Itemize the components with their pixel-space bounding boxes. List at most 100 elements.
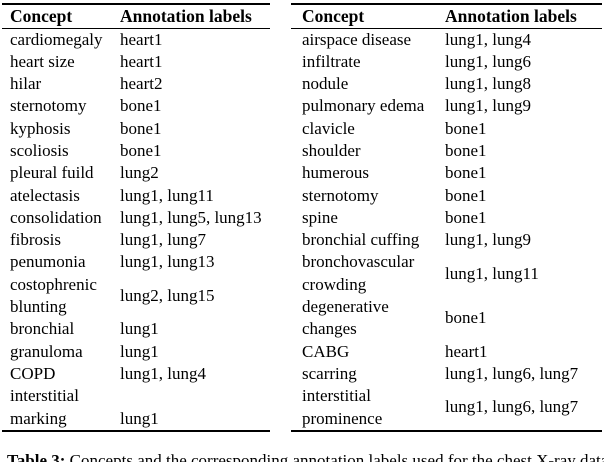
concept-cell: clavicle bbox=[302, 118, 355, 138]
table-row: spine bone1 bbox=[291, 207, 602, 229]
annotation-labels-cell: lung1, lung6, lung7 bbox=[445, 397, 579, 417]
concept-cell: sternotomy bbox=[10, 96, 87, 116]
annotation-labels-cell: lung1 bbox=[120, 408, 159, 428]
annotation-labels-cell: lung1, lung5, lung13 bbox=[120, 207, 262, 227]
annotation-labels-cell: bone1 bbox=[445, 118, 487, 138]
concept-cell: cardiomegaly bbox=[10, 29, 103, 49]
concept-cell: degenerative changes bbox=[302, 297, 389, 339]
table-row: bronchial cuffing lung1, lung9 bbox=[291, 229, 602, 251]
annotation-labels-cell: lung1, lung4 bbox=[445, 29, 531, 49]
concept-cell: heart size bbox=[10, 51, 75, 71]
annotation-labels-cell: lung1, lung9 bbox=[445, 230, 531, 250]
annotation-labels-cell: lung2, lung15 bbox=[120, 285, 215, 305]
concept-cell: fibrosis bbox=[10, 230, 61, 250]
column-header-concept: Concept bbox=[2, 4, 120, 29]
column-header-concept: Concept bbox=[291, 4, 445, 29]
table-row: costophrenic blunting lung2, lung15 bbox=[2, 274, 270, 319]
concept-cell: spine bbox=[302, 207, 338, 227]
annotation-labels-cell: heart1 bbox=[120, 29, 163, 49]
table-row: atelectasis lung1, lung11 bbox=[2, 185, 270, 207]
concept-cell: interstitial marking bbox=[10, 386, 79, 428]
annotation-labels-cell: lung1, lung7 bbox=[120, 230, 206, 250]
concept-cell: kyphosis bbox=[10, 118, 71, 138]
annotation-labels-cell: bone1 bbox=[120, 140, 162, 160]
concept-cell: sternotomy bbox=[302, 185, 379, 205]
table-row: kyphosis bone1 bbox=[2, 118, 270, 140]
annotation-labels-cell: bone1 bbox=[445, 308, 487, 328]
annotation-labels-cell: bone1 bbox=[445, 140, 487, 160]
table-row: bronchial lung1 bbox=[2, 318, 270, 340]
table-row: pulmonary edema lung1, lung9 bbox=[291, 95, 602, 117]
table-row: COPD lung1, lung4 bbox=[2, 363, 270, 385]
table-row: fibrosis lung1, lung7 bbox=[2, 229, 270, 251]
concept-annotation-table-right: Concept Annotation labels airspace disea… bbox=[291, 3, 602, 432]
concept-cell: atelectasis bbox=[10, 185, 80, 205]
annotation-labels-cell: lung1 bbox=[120, 341, 159, 361]
table-caption-cutoff: Table 3: Concepts and the corresponding … bbox=[7, 450, 604, 462]
concept-cell: pulmonary edema bbox=[302, 96, 425, 116]
annotation-labels-cell: lung1, lung6 bbox=[445, 51, 531, 71]
table-header-row-right: Concept Annotation labels bbox=[291, 4, 602, 29]
annotation-labels-cell: bone1 bbox=[120, 118, 162, 138]
table-row: penumonia lung1, lung13 bbox=[2, 251, 270, 273]
concept-cell: costophrenic blunting bbox=[10, 274, 97, 317]
table-row: cardiomegaly heart1 bbox=[2, 28, 270, 51]
concept-cell: scoliosis bbox=[10, 140, 69, 160]
table-row: clavicle bone1 bbox=[291, 118, 602, 140]
table-row: CABG heart1 bbox=[291, 341, 602, 363]
concept-cell: airspace disease bbox=[302, 29, 412, 49]
annotation-labels-cell: bone1 bbox=[445, 185, 487, 205]
table-row: heart size heart1 bbox=[2, 51, 270, 73]
annotation-labels-cell: lung2 bbox=[120, 163, 159, 183]
annotation-labels-cell: lung1, lung9 bbox=[445, 96, 531, 116]
concept-cell: pleural fuild bbox=[10, 163, 94, 183]
concept-cell: interstitial prominence bbox=[302, 386, 383, 428]
annotation-labels-cell: bone1 bbox=[120, 96, 162, 116]
caption-prefix: Table 3: bbox=[7, 451, 66, 462]
table-row: granuloma lung1 bbox=[2, 341, 270, 363]
table-row: nodule lung1, lung8 bbox=[291, 73, 602, 95]
annotation-labels-cell: lung1, lung4 bbox=[120, 363, 206, 383]
column-header-annotation-labels: Annotation labels bbox=[120, 4, 270, 29]
annotation-labels-cell: lung1, lung13 bbox=[120, 252, 215, 272]
concept-cell: bronchovascular crowding bbox=[302, 252, 415, 294]
table-row: pleural fuild lung2 bbox=[2, 162, 270, 184]
caption-text: Concepts and the corresponding annotatio… bbox=[65, 451, 604, 462]
annotation-labels-cell: lung1, lung11 bbox=[445, 263, 539, 283]
concept-cell: scarring bbox=[302, 363, 357, 383]
table-row: infiltrate lung1, lung6 bbox=[291, 51, 602, 73]
concept-cell: infiltrate bbox=[302, 51, 361, 71]
annotation-labels-cell: lung1, lung8 bbox=[445, 74, 531, 94]
table-row: bronchovascular crowding lung1, lung11 bbox=[291, 251, 602, 296]
table-row: degenerative changes bone1 bbox=[291, 296, 602, 341]
annotation-labels-cell: heart1 bbox=[120, 51, 163, 71]
concept-cell: bronchial bbox=[10, 319, 75, 339]
annotation-labels-cell: bone1 bbox=[445, 207, 487, 227]
column-header-annotation-labels: Annotation labels bbox=[445, 4, 602, 29]
table-row: scoliosis bone1 bbox=[2, 140, 270, 162]
annotation-labels-cell: heart2 bbox=[120, 74, 163, 94]
annotation-labels-cell: lung1, lung11 bbox=[120, 185, 214, 205]
table-row: interstitial prominence lung1, lung6, lun… bbox=[291, 385, 602, 431]
annotation-labels-cell: lung1 bbox=[120, 319, 159, 339]
concept-cell: consolidation bbox=[10, 207, 102, 227]
table-row: interstitial marking lung1 bbox=[2, 385, 270, 431]
concept-cell: humerous bbox=[302, 163, 370, 183]
concept-cell: hilar bbox=[10, 74, 42, 94]
table-row: sternotomy bone1 bbox=[291, 185, 602, 207]
annotation-labels-cell: lung1, lung6, lung7 bbox=[445, 363, 579, 383]
annotation-labels-cell: heart1 bbox=[445, 341, 488, 361]
table-row: sternotomy bone1 bbox=[2, 95, 270, 117]
table-header-row-left: Concept Annotation labels bbox=[2, 4, 270, 29]
concept-cell: COPD bbox=[10, 363, 56, 383]
table-row: consolidation lung1, lung5, lung13 bbox=[2, 207, 270, 229]
concept-cell: granuloma bbox=[10, 341, 83, 361]
concept-cell: bronchial cuffing bbox=[302, 230, 420, 250]
concept-cell: penumonia bbox=[10, 252, 86, 272]
concept-cell: CABG bbox=[302, 341, 350, 361]
concept-cell: nodule bbox=[302, 74, 349, 94]
